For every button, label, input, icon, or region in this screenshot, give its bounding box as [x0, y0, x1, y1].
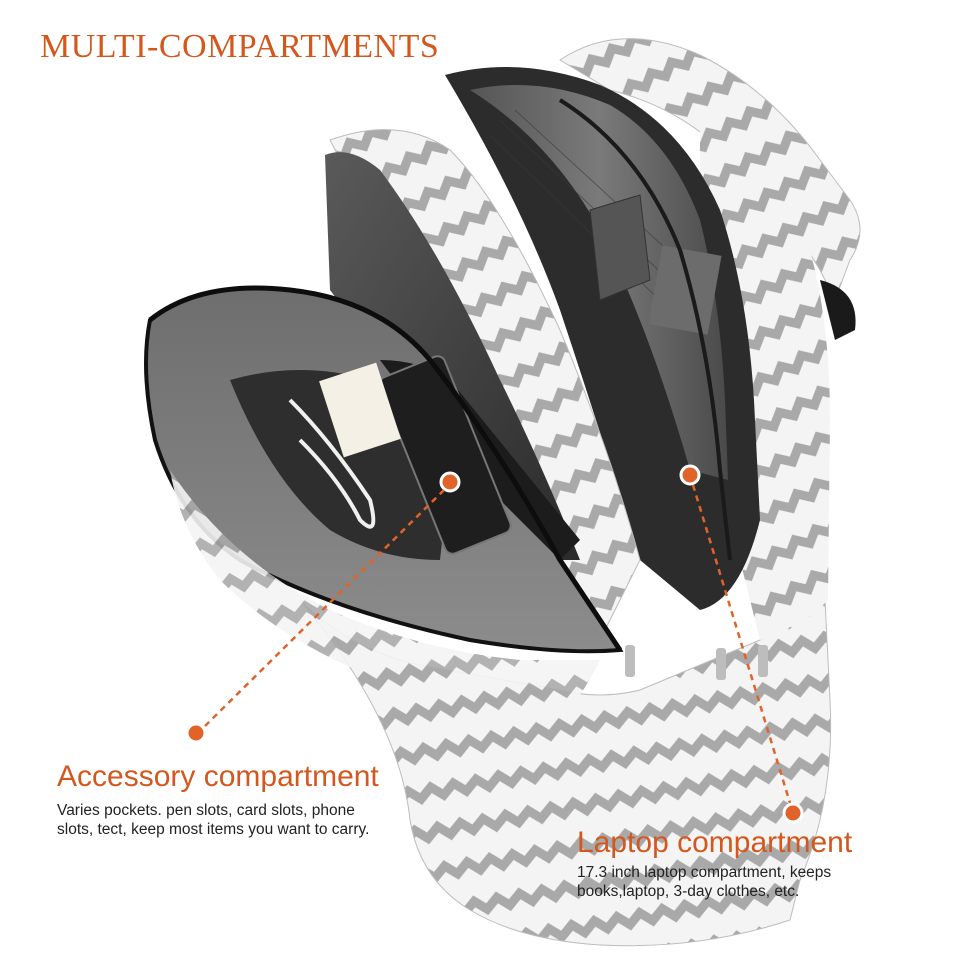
- laptop-strap: [589, 194, 651, 301]
- accessory-compartment-title: Accessory compartment: [57, 760, 379, 793]
- accessory-callout-marker: [185, 471, 461, 744]
- page-title: MULTI-COMPARTMENTS: [40, 28, 440, 65]
- laptop-callout-marker: [679, 464, 804, 824]
- middle-compartment: [325, 152, 580, 560]
- laptop-compartment-description: 17.3 inch laptop compartment, keeps book…: [577, 863, 907, 901]
- accessory-desc-line: Varies pockets. pen slots, card slots, p…: [57, 802, 355, 819]
- laptop-desc-line: 17.3 inch laptop compartment, keeps: [577, 864, 832, 881]
- laptop-compartment-title: Laptop compartment: [577, 826, 853, 859]
- accessory-compartment-description: Varies pockets. pen slots, card slots, p…: [57, 801, 457, 839]
- laptop-desc-line: books,laptop, 3-day clothes, etc.: [577, 883, 800, 900]
- accessory-desc-line: slots, tect, keep most items you want to…: [57, 821, 370, 838]
